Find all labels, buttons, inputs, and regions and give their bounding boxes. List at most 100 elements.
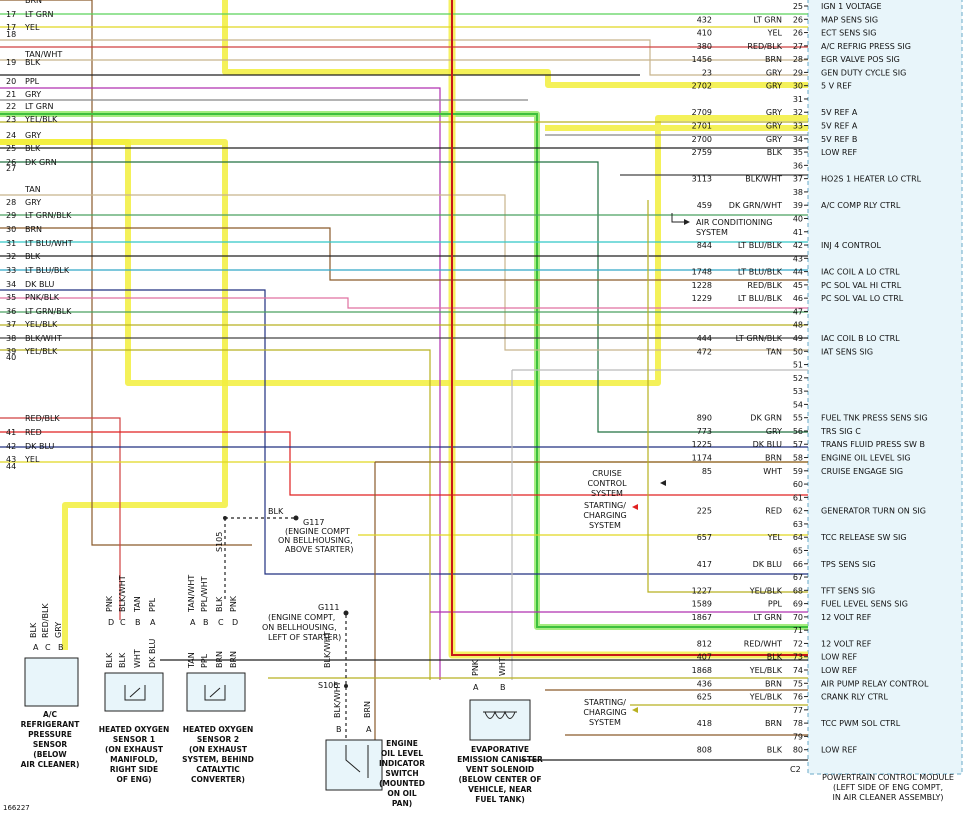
left-row-wire-color: RED/BLK (25, 414, 60, 423)
left-row-wire-color: LT GRN (25, 102, 54, 111)
evap-name-1: EVAPORATIVE (471, 745, 529, 754)
callout-cruise-line1: CRUISE (592, 469, 622, 478)
pcm-pin-number: 42 (793, 241, 803, 250)
pcm-pin-number: 41 (793, 228, 803, 237)
heater-element-icon (204, 685, 226, 701)
pcm-pin-number: 43 (793, 254, 803, 263)
ho2s2-bot-2: PPL (200, 653, 209, 668)
pcm-wire-color: BLK (767, 746, 783, 755)
left-row-wire-color: YEL/BLK (24, 347, 58, 356)
left-row-number: 44 (6, 462, 16, 471)
pcm-circuit-number: 444 (697, 334, 712, 343)
pcm-pin-number: 34 (793, 135, 803, 144)
pcm-pin-number: 49 (793, 334, 803, 343)
ho2s2-pin-b: B (203, 618, 209, 627)
left-row-wire-color: PPL (25, 77, 40, 86)
ho2s2-name-5: CATALYTIC (196, 765, 240, 774)
ho2s2-top-1: TAN/WHT (187, 575, 196, 613)
g117-id: G117 (303, 518, 324, 527)
left-row-number: 17 (6, 10, 16, 19)
pcm-circuit-number: 2700 (692, 135, 712, 144)
ho2s2-bot-3: BRN (215, 651, 224, 668)
pcm-pin-number: 25 (793, 2, 803, 11)
ho2s1-pin-d: D (108, 618, 114, 627)
wire-brn-58 (374, 461, 808, 740)
pcm-pin-number: 36 (793, 161, 803, 170)
ac-pin-c: C (45, 643, 51, 652)
pcm-pin-function: MAP SENS SIG (821, 15, 878, 24)
ac-pin-a: A (33, 643, 39, 652)
pcm-pin-function: A/C COMP RLY CTRL (821, 201, 901, 210)
g117-desc3: ABOVE STARTER) (285, 545, 353, 554)
ac-name-1: A/C (43, 710, 58, 719)
wire-brn (0, 0, 252, 546)
g111-desc3: LEFT OF STARTER) (268, 633, 341, 642)
evap-pin-a: A (473, 683, 479, 692)
oil-pin-color-b: BLK/WHT (333, 681, 342, 718)
left-row-number: 33 (6, 266, 16, 275)
pcm-pin-number: 48 (793, 321, 803, 330)
callout-ac-line1: AIR CONDITIONING (696, 218, 772, 227)
pcm-connector-label: C2 (790, 765, 801, 774)
left-row-wire-color: PNK/BLK (25, 293, 60, 302)
pcm-pin-number: 76 (793, 693, 803, 702)
pcm-circuit-number: 625 (697, 693, 712, 702)
callout-charging1-line3: SYSTEM (589, 521, 621, 530)
callout-charging2-line3: SYSTEM (589, 718, 621, 727)
pcm-wire-color: GRY (766, 108, 782, 117)
pcm-wire-color: LT BLU/BLK (738, 241, 783, 250)
ho2s1-name-3: (ON EXHAUST (105, 745, 164, 754)
pcm-wire-color: GRY (766, 68, 782, 77)
pcm-pin-function: TPS SENS SIG (820, 560, 876, 569)
pcm-pin-number: 72 (793, 639, 803, 648)
arrow-left-icon (632, 707, 638, 713)
pcm-pin-number: 78 (793, 719, 803, 728)
pcm-pin-function: PC SOL VAL HI CTRL (821, 281, 902, 290)
left-row-number: 29 (6, 211, 16, 220)
ac-name-5: (BELOW (33, 750, 67, 759)
ho2s1-top-3: TAN (133, 596, 142, 613)
pcm-pin-number: 50 (793, 347, 803, 356)
pcm-pin-number: 27 (793, 42, 803, 51)
pcm-wire-color: BLK (767, 653, 783, 662)
left-row-number: 41 (6, 428, 16, 437)
pcm-wire-color: RED/BLK (747, 42, 782, 51)
pcm-pin-number: 37 (793, 175, 803, 184)
pcm-pin-number: 57 (793, 440, 803, 449)
pcm-title-line3: IN AIR CLEANER ASSEMBLY) (832, 793, 943, 802)
evap-name-4: (BELOW CENTER OF (458, 775, 541, 784)
ho2s2-bot-4: BRN (229, 651, 238, 668)
pcm-pin-number: 65 (793, 546, 803, 555)
left-row-wire-color: TAN/WHT (24, 50, 62, 59)
pcm-circuit-number: 472 (697, 347, 712, 356)
evap-pin-b: B (500, 683, 506, 692)
pcm-pin-number: 35 (793, 148, 803, 157)
left-row-wire-color: LT BLU/WHT (25, 239, 73, 248)
pcm-pin-function: LOW REF (821, 666, 858, 675)
oil-name-2: OIL LEVEL (381, 749, 423, 758)
wire-red-42 (0, 431, 808, 496)
wire-red-wht-72 (451, 0, 808, 656)
g111-desc2: ON BELLHOUSING, (262, 623, 337, 632)
ho2s2-name-4: SYSTEM, BEHIND (182, 755, 254, 764)
solenoid-coil-icon (483, 710, 517, 719)
evap-name-6: FUEL TANK) (475, 795, 525, 804)
pcm-pin-function: A/C REFRIG PRESS SIG (821, 42, 911, 51)
left-row-wire-color: YEL (24, 455, 40, 464)
pcm-pin-number: 51 (793, 361, 803, 370)
pcm-pin-function: TCC PWM SOL CTRL (820, 719, 901, 728)
pcm-pin-number: 58 (793, 454, 803, 463)
oil-name-5: (MOUNTED (379, 779, 425, 788)
pcm-title-line1: POWERTRAIN CONTROL MODULE (822, 773, 954, 782)
pcm-wire-color: DK BLU (753, 560, 782, 569)
ho2s1-name-4: MANIFOLD, (110, 755, 158, 764)
left-row-number: 39 (6, 347, 16, 356)
pcm-wire-color: BRN (765, 719, 782, 728)
pcm-pin-number: 29 (793, 68, 803, 77)
pcm-circuit-number: 808 (697, 746, 712, 755)
pcm-pin-function: FUEL LEVEL SENS SIG (821, 600, 908, 609)
pcm-circuit-number: 432 (697, 15, 712, 24)
left-row-number: 20 (6, 77, 16, 86)
left-row-number: 19 (6, 58, 16, 67)
